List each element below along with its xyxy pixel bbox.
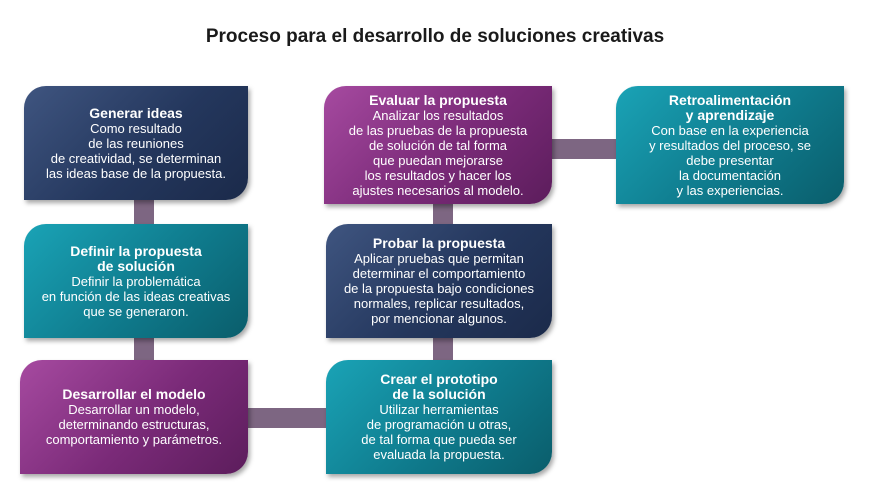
step-heading: Generar ideas <box>89 104 183 121</box>
step-generar-ideas: Generar ideas Como resultado de las reun… <box>24 86 248 200</box>
step-description: Utilizar herramientas de programación u … <box>361 402 517 462</box>
step-description: Analizar los resultados de las pruebas d… <box>348 107 528 198</box>
step-probar-propuesta: Probar la propuesta Aplicar pruebas que … <box>326 224 552 338</box>
connector-definir-desarrollar <box>134 338 154 364</box>
step-description: Definir la problemática en función de la… <box>41 273 231 319</box>
step-heading: Definir la propuesta de solución <box>70 242 202 274</box>
connector-crear-probar <box>433 338 453 364</box>
step-description: Desarrollar un modelo, determinando estr… <box>45 402 223 447</box>
step-crear-prototipo: Crear el prototipo de la solución Utiliz… <box>326 360 552 474</box>
step-heading: Desarrollar el modelo <box>62 386 206 402</box>
diagram-title: Proceso para el desarrollo de soluciones… <box>205 26 665 47</box>
step-heading: Probar la propuesta <box>372 235 506 251</box>
connector-probar-evaluar <box>433 200 453 228</box>
connector-desarrollar-crear <box>246 408 328 428</box>
step-description: Aplicar pruebas que permitan determinar … <box>343 251 535 326</box>
connector-evaluar-retro <box>552 139 618 159</box>
step-description: Con base en la experiencia y resultados … <box>649 122 811 198</box>
step-heading: Retroalimentación y aprendizaje <box>668 91 792 123</box>
connector-generar-definir <box>134 200 154 228</box>
step-retroalimentacion: Retroalimentación y aprendizaje Con base… <box>616 86 844 204</box>
step-desarrollar-modelo: Desarrollar el modelo Desarrollar un mod… <box>20 360 248 474</box>
step-heading: Evaluar la propuesta <box>369 91 507 108</box>
step-description: Como resultado de las reuniones de creat… <box>46 120 226 181</box>
step-evaluar-propuesta: Evaluar la propuesta Analizar los result… <box>324 86 552 204</box>
step-heading: Crear el prototipo de la solución <box>380 371 498 402</box>
step-definir-propuesta: Definir la propuesta de solución Definir… <box>24 224 248 338</box>
